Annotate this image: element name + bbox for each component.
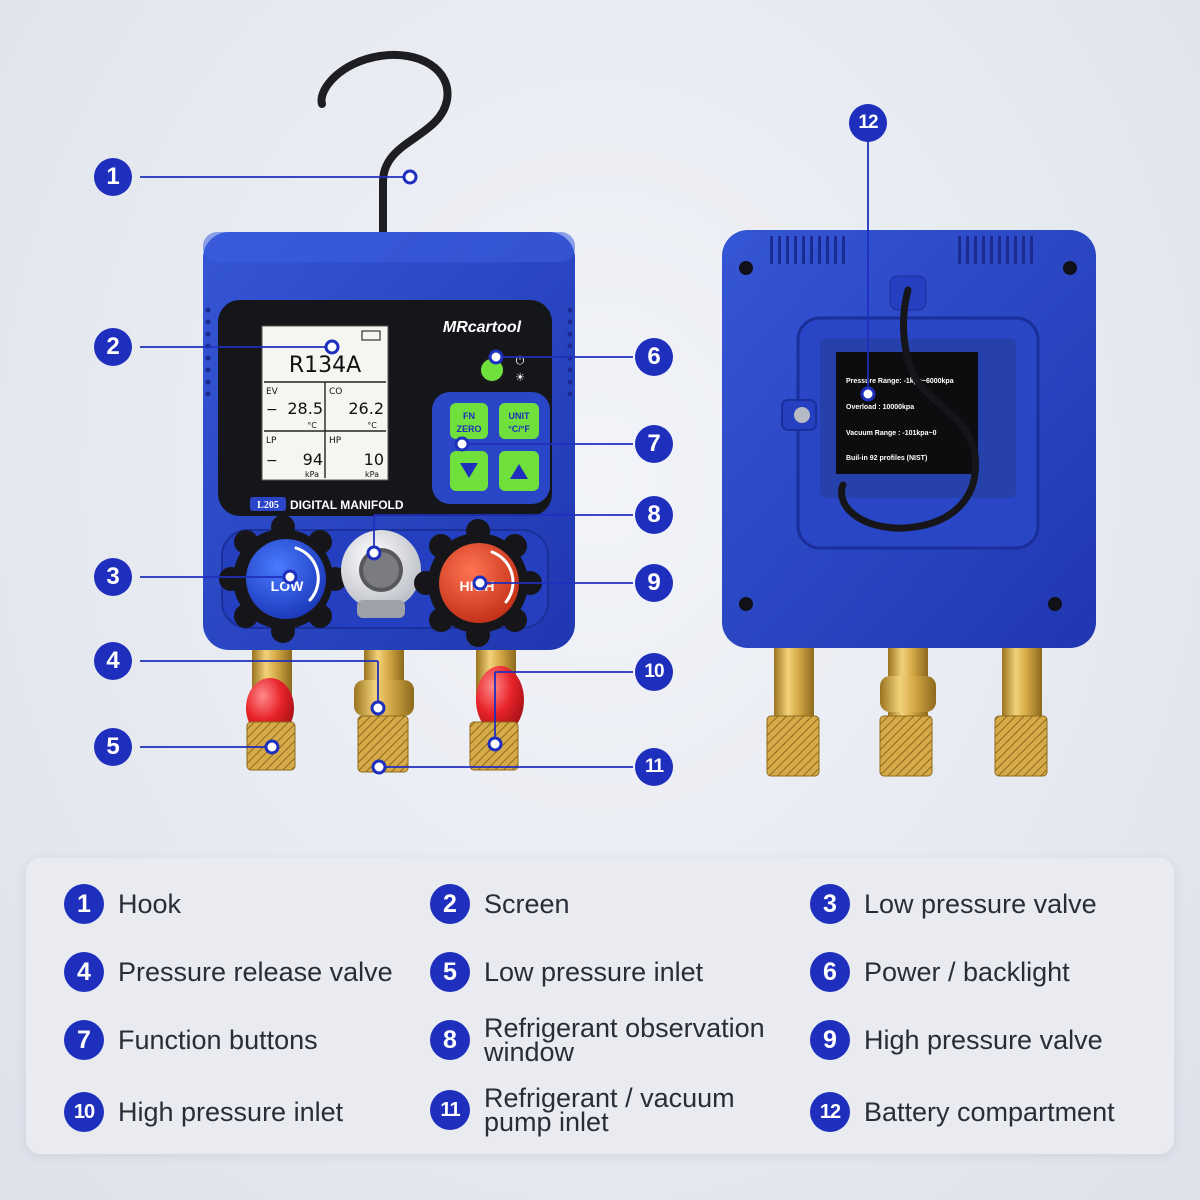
legend-label: Refrigerant / vacuum pump inlet xyxy=(484,1083,735,1137)
legend-item-observation-window: 8 Refrigerant observation window xyxy=(430,1013,794,1067)
legend-item-high-pressure-inlet: 10 High pressure inlet xyxy=(64,1092,343,1132)
callout-2: 2 xyxy=(94,328,132,366)
brand-logo: MRcartool xyxy=(443,319,522,336)
up-arrow-icon xyxy=(510,464,528,479)
lcd-hp-unit: kPa xyxy=(365,470,379,479)
legend-badge: 10 xyxy=(64,1092,104,1132)
fn-label: FN xyxy=(463,411,475,421)
callout-12: 12 xyxy=(849,104,887,142)
lcd-lp-unit: kPa xyxy=(305,470,319,479)
callout-10: 10 xyxy=(635,653,673,691)
legend-item-battery-compartment: 12 Battery compartment xyxy=(810,1092,1115,1132)
back-device: Pressure Range: -1kpa~6000kpa Overload :… xyxy=(722,230,1096,777)
unit-scale-label: °C/°F xyxy=(508,424,530,434)
model-label: DIGITAL MANIFOLD xyxy=(290,498,404,512)
legend-label: High pressure valve xyxy=(864,1025,1103,1055)
lcd-ev-unit: °C xyxy=(307,421,317,430)
legend-item-screen: 2 Screen xyxy=(430,884,570,924)
callout-lines xyxy=(140,140,876,775)
legend-panel: 1 Hook 2 Screen 3 Low pressure valve 4 P… xyxy=(26,858,1174,1154)
back-hook xyxy=(838,286,980,532)
lcd-lp-value: 94 xyxy=(303,450,323,469)
lcd-dash-2: − xyxy=(266,453,278,469)
back-fittings xyxy=(766,640,1048,777)
legend-label: Low pressure valve xyxy=(864,889,1097,919)
up-arrow-button[interactable] xyxy=(499,451,539,491)
unit-button[interactable]: UNIT °C/°F xyxy=(499,403,539,439)
lcd-lp-label: LP xyxy=(266,436,277,446)
lcd-hp-label: HP xyxy=(329,436,342,446)
legend-item-hook: 1 Hook xyxy=(64,884,181,924)
callout-8: 8 xyxy=(635,496,673,534)
legend-label: Refrigerant observation window xyxy=(484,1013,765,1067)
callout-3: 3 xyxy=(94,558,132,596)
lcd-co-value: 26.2 xyxy=(348,399,384,418)
legend-label: Low pressure inlet xyxy=(484,957,704,987)
spec-overload: Overload : 10000kpa xyxy=(846,404,914,411)
hook xyxy=(317,50,452,236)
unit-label: UNIT xyxy=(509,411,530,421)
top-vents xyxy=(770,236,1033,264)
lcd-co-unit: °C xyxy=(367,421,377,430)
callout-1: 1 xyxy=(94,158,132,196)
callout-7: 7 xyxy=(635,425,673,463)
lcd-ev-value: 28.5 xyxy=(287,399,323,418)
legend-badge: 8 xyxy=(430,1020,470,1060)
legend-label: Screen xyxy=(484,889,570,919)
legend-item-low-pressure-inlet: 5 Low pressure inlet xyxy=(430,952,703,992)
lcd-ev-label: EV xyxy=(266,387,279,397)
spec-pressure-range: Pressure Range: -1kpa~6000kpa xyxy=(846,378,954,385)
legend-badge: 4 xyxy=(64,952,104,992)
back-screws xyxy=(739,261,1077,611)
callout-9: 9 xyxy=(635,564,673,602)
legend-badge: 1 xyxy=(64,884,104,924)
legend-label: Pressure release valve xyxy=(118,957,393,987)
legend-item-function-buttons: 7 Function buttons xyxy=(64,1020,318,1060)
battery-icon xyxy=(361,330,381,341)
legend-badge: 11 xyxy=(430,1090,470,1130)
legend-badge: 2 xyxy=(430,884,470,924)
lcd-dash: − xyxy=(266,402,278,418)
lcd-hp-value: 10 xyxy=(364,450,384,469)
callout-5: 5 xyxy=(94,728,132,766)
right-red-valve-cap xyxy=(476,666,524,734)
power-icon: ⏻ xyxy=(516,354,525,367)
spec-vacuum-range: Vacuum Range : -101kpa~0 xyxy=(846,430,937,437)
callout-6: 6 xyxy=(635,338,673,376)
legend-item-high-pressure-valve: 9 High pressure valve xyxy=(810,1020,1103,1060)
fn-zero-button[interactable]: FN ZERO xyxy=(450,403,488,439)
legend-label: Battery compartment xyxy=(864,1097,1115,1127)
legend-badge: 5 xyxy=(430,952,470,992)
legend-label: High pressure inlet xyxy=(118,1097,344,1127)
spec-profiles: Buil-in 92 profiles (NIST) xyxy=(846,455,927,462)
legend-badge: 6 xyxy=(810,952,850,992)
legend-badge: 7 xyxy=(64,1020,104,1060)
front-device: MRcartool R134A EV − 28.5 °C CO 26.2 °C … xyxy=(203,50,575,773)
legend-item-pressure-release-valve: 4 Pressure release valve xyxy=(64,952,393,992)
legend-label: Power / backlight xyxy=(864,957,1070,987)
callout-4: 4 xyxy=(94,642,132,680)
legend-item-low-pressure-valve: 3 Low pressure valve xyxy=(810,884,1097,924)
legend-badge: 3 xyxy=(810,884,850,924)
callout-11: 11 xyxy=(635,748,673,786)
legend-label: Hook xyxy=(118,889,182,919)
legend-item-vacuum-pump-inlet: 11 Refrigerant / vacuum pump inlet xyxy=(430,1083,774,1137)
model-number: L205 xyxy=(257,500,279,511)
down-arrow-button[interactable] xyxy=(450,451,488,491)
legend-badge: 12 xyxy=(810,1092,850,1132)
lcd-co-label: CO xyxy=(329,387,342,397)
down-arrow-icon xyxy=(460,463,478,478)
legend-label: Function buttons xyxy=(118,1025,318,1055)
legend-badge: 9 xyxy=(810,1020,850,1060)
zero-label: ZERO xyxy=(456,424,481,434)
legend-item-power-backlight: 6 Power / backlight xyxy=(810,952,1070,992)
backlight-icon: ☀ xyxy=(515,371,525,384)
lcd-refrigerant: R134A xyxy=(289,353,361,378)
low-knob-label: LOW xyxy=(271,578,304,594)
